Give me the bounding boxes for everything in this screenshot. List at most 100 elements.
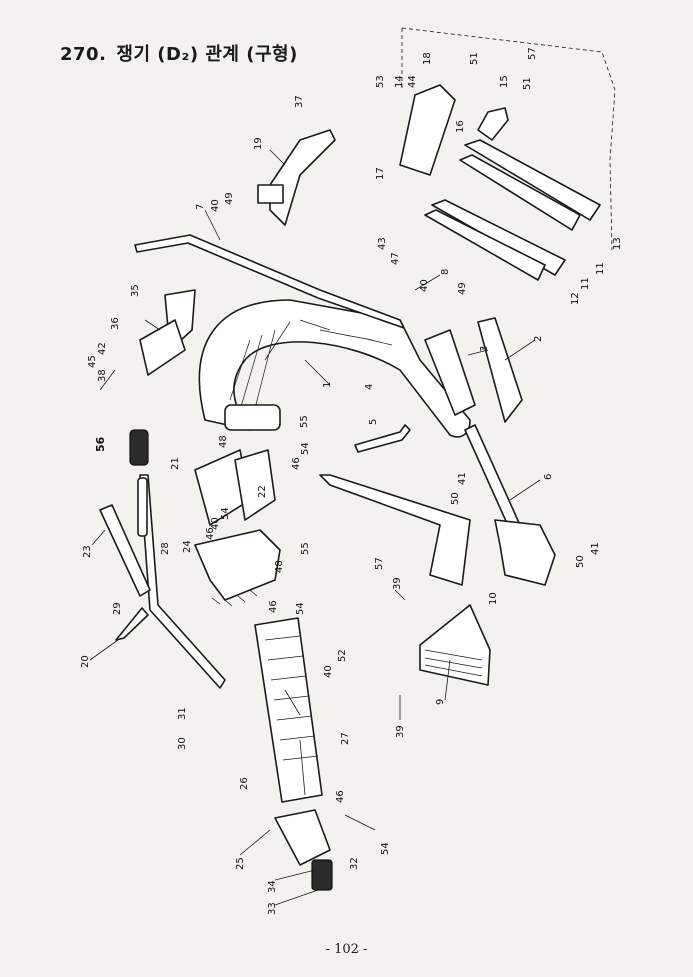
- callout: 48: [218, 435, 229, 448]
- callout: 13: [612, 237, 623, 250]
- callout: 46: [205, 527, 216, 540]
- part-bolt-23: [99, 504, 151, 597]
- callout: 41: [457, 472, 468, 485]
- callout: 11: [595, 262, 606, 275]
- part-plate: [477, 317, 523, 423]
- assembly-boundary: [401, 27, 616, 251]
- part-bracket-32: [274, 809, 331, 866]
- callout: 20: [80, 655, 91, 668]
- callout: 39: [392, 577, 403, 590]
- callout: 34: [267, 880, 278, 893]
- callout: 54: [380, 842, 391, 855]
- callout: 25: [235, 857, 246, 870]
- part-rod: [134, 234, 405, 329]
- callout: 46: [291, 457, 302, 470]
- callout-numbers: 1 2 3 4 5 6 7 8 9 10 11 11 12 13 14 15 1…: [80, 47, 623, 915]
- callout: 9: [435, 699, 446, 705]
- page-title: 270.쟁기 (D₂) 관계 (구형): [60, 40, 298, 66]
- callout: 10: [488, 592, 499, 605]
- callout: 53: [375, 75, 386, 88]
- callout: 40: [210, 199, 221, 212]
- callout: 40: [419, 279, 430, 292]
- part-bracket-15: [477, 107, 509, 141]
- leader-lines: [89, 149, 541, 906]
- callout: 43: [377, 237, 388, 250]
- callout: 30: [177, 737, 188, 750]
- callout: 49: [224, 192, 235, 205]
- callout: 54: [220, 507, 231, 520]
- callout: 54: [295, 602, 306, 615]
- part-frame: [198, 299, 471, 438]
- callout: 37: [294, 95, 305, 108]
- callout: 4: [364, 384, 375, 390]
- callout: 44: [407, 75, 418, 88]
- callout: 26: [239, 777, 250, 790]
- callout: 1: [322, 382, 333, 388]
- callout: 28: [160, 542, 171, 555]
- callout: 22: [257, 485, 268, 498]
- callout: 8: [440, 269, 451, 275]
- callout: 45: [87, 355, 98, 368]
- callout: 36: [110, 317, 121, 330]
- page-number: - 102 -: [325, 942, 368, 957]
- callout: 19: [253, 137, 264, 150]
- part-handle-5: [354, 424, 411, 453]
- callout: 29: [112, 602, 123, 615]
- callout: 38: [97, 369, 108, 382]
- part-bracket-3: [424, 329, 476, 416]
- part-runners: [424, 139, 601, 281]
- callout: 50: [450, 492, 461, 505]
- callout: 39: [395, 725, 406, 738]
- callout: 46: [335, 790, 346, 803]
- callout: 41: [590, 542, 601, 555]
- callout: 40: [210, 517, 221, 530]
- part-housing-22: [234, 449, 276, 521]
- callout: 31: [177, 707, 188, 720]
- callout: 57: [527, 47, 538, 60]
- callout: 51: [522, 77, 533, 90]
- part-pin-20: [115, 607, 149, 641]
- part-grip: [129, 429, 149, 466]
- callout: 5: [368, 419, 379, 425]
- callout: 12: [570, 292, 581, 305]
- callout: 15: [499, 75, 510, 88]
- callout: 54: [300, 442, 311, 455]
- callout: 57: [374, 557, 385, 570]
- part-arm: [464, 424, 556, 586]
- callout: 50: [575, 555, 586, 568]
- callout: 48: [274, 560, 285, 573]
- callout: 46: [268, 600, 279, 613]
- part-guard-36: [139, 319, 186, 376]
- part-frame-10: [319, 474, 471, 586]
- callout: 7: [195, 204, 206, 210]
- callout: 56: [94, 436, 107, 452]
- part-spring: [311, 859, 333, 891]
- callout: 21: [170, 457, 181, 470]
- callout: 14: [394, 75, 405, 88]
- callout: 51: [469, 52, 480, 65]
- callout: 27: [340, 732, 351, 745]
- part-moldboard: [419, 604, 491, 686]
- callout: 55: [299, 415, 310, 428]
- callout: 3: [479, 346, 490, 352]
- callout: 52: [337, 649, 348, 662]
- figure-title: 쟁기 (D₂) 관계 (구형): [116, 44, 298, 65]
- part-bracket-17: [399, 84, 456, 176]
- callout: 24: [182, 540, 193, 553]
- part-lever: [139, 474, 226, 689]
- callout: 55: [300, 542, 311, 555]
- callout: 47: [390, 252, 401, 265]
- callout: 23: [82, 545, 93, 558]
- callout: 32: [349, 857, 360, 870]
- callout: 16: [455, 120, 466, 133]
- callout: 49: [457, 282, 468, 295]
- callout: 33: [267, 902, 278, 915]
- callout: 2: [533, 336, 544, 342]
- callout: 40: [323, 665, 334, 678]
- part-body: [254, 617, 323, 803]
- callout: 35: [130, 284, 141, 297]
- part-gear-sector: [194, 529, 281, 601]
- callout: 11: [580, 277, 591, 290]
- part-blade-19: [269, 129, 336, 226]
